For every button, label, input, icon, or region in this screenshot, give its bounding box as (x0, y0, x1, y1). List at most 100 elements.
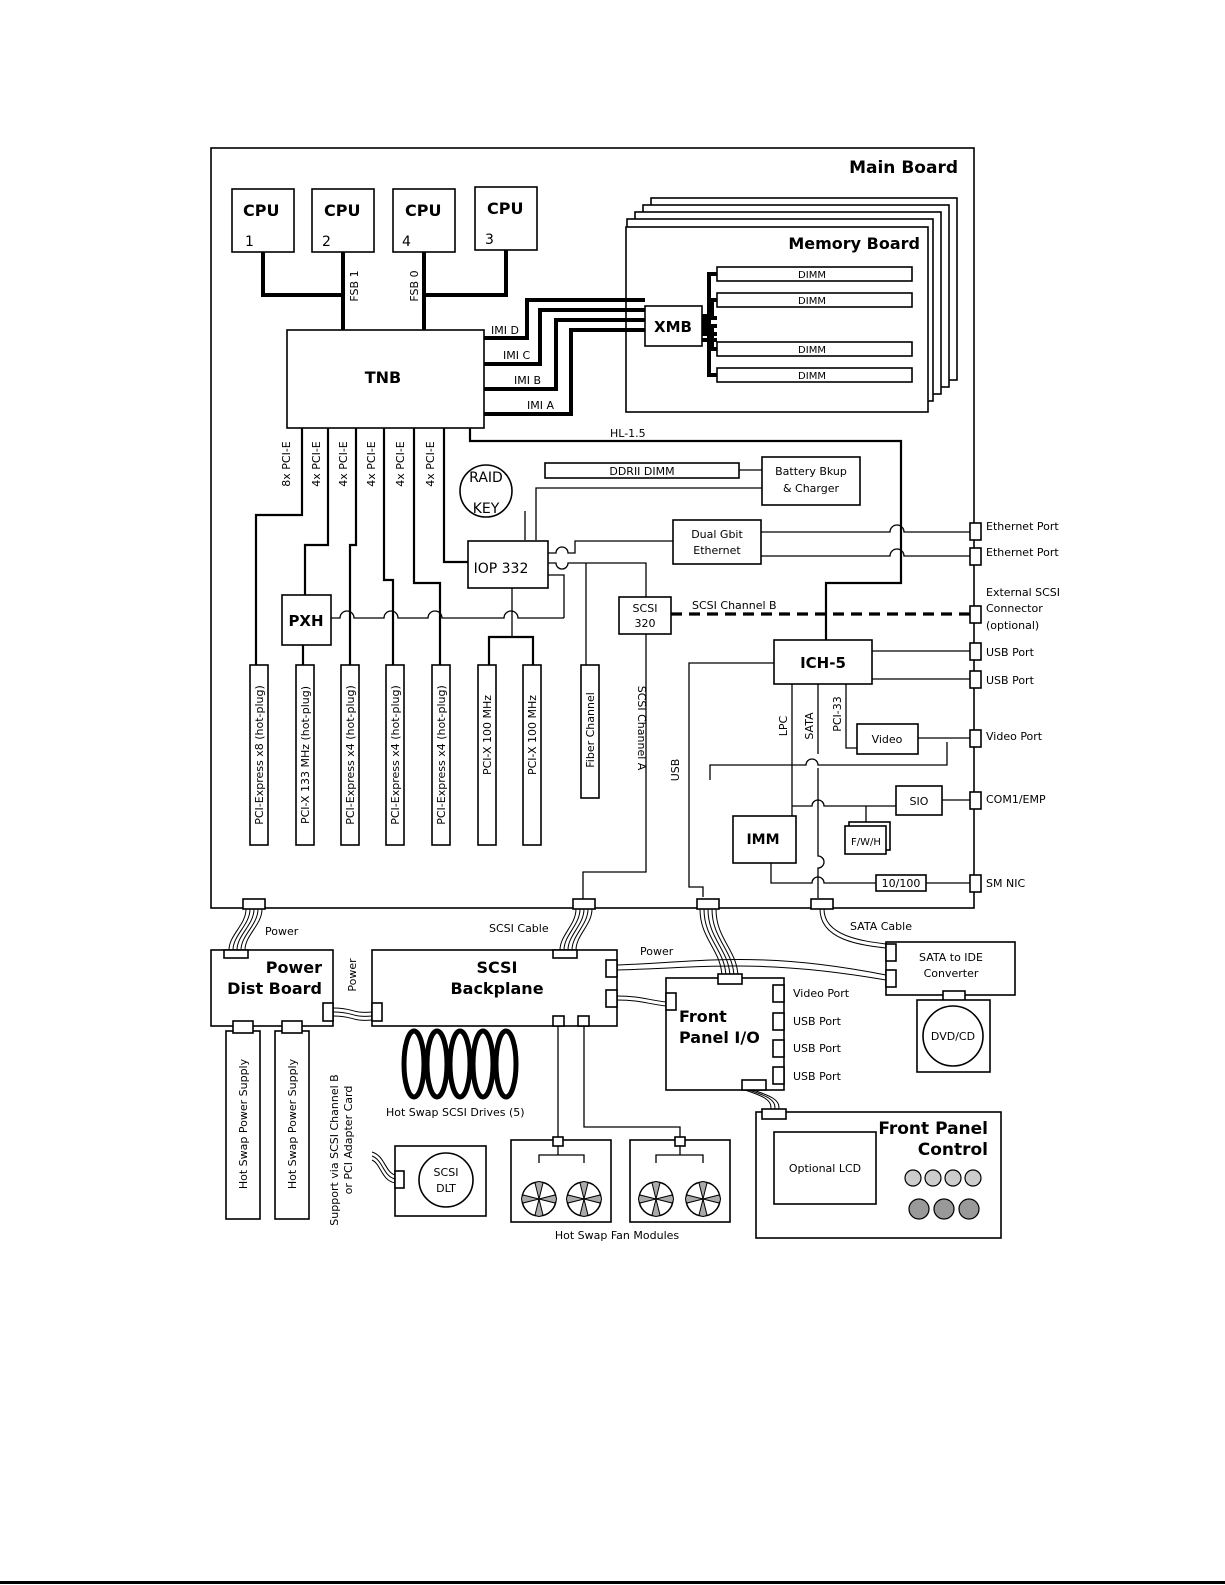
hot-swap-power-supply: Hot Swap Power Supply (274, 1020, 310, 1220)
hl15-link (468, 428, 903, 640)
svg-text:PCI-X 100 MHz: PCI-X 100 MHz (526, 695, 539, 775)
fan-module (510, 1136, 612, 1223)
fan-module (629, 1136, 731, 1223)
iop-label: IOP 332 (474, 561, 529, 577)
iop-332 (467, 540, 549, 589)
nic-10-100-label: 10/100 (882, 877, 921, 890)
svg-text:DIMM: DIMM (798, 270, 826, 281)
pxh-chip (281, 594, 332, 646)
fsb1-bus (261, 252, 345, 330)
front-panel-buttons (904, 1169, 982, 1220)
raid-key (459, 464, 513, 518)
front-panel-control-cable (744, 1089, 780, 1112)
pcie-link-labels: 8x PCI-E 4x PCI-E 4x PCI-E 4x PCI-E 4x P… (280, 441, 437, 487)
ich5-chip (773, 639, 873, 685)
usb-bus (688, 662, 774, 897)
cpu-3: CPU 3 (474, 186, 538, 251)
svg-text:PCI-Express x4 (hot-plug): PCI-Express x4 (hot-plug) (435, 685, 448, 825)
sio-chip (895, 785, 943, 816)
slot-pcie-x4: PCI-Express x4 (hot-plug) (340, 664, 360, 846)
front-io-port-label: USB Port (793, 1015, 842, 1028)
front-video-line (709, 742, 948, 780)
front-io-port-label: Video Port (793, 987, 850, 1000)
video-port-label: Video Port (986, 730, 1043, 743)
optional-lcd-label: Optional LCD (789, 1162, 861, 1175)
sata-cable (819, 908, 887, 949)
svg-text:4x PCI-E: 4x PCI-E (310, 441, 323, 487)
lpc-label: LPC (777, 715, 790, 736)
expansion-slots: PCI-Express x8 (hot-plug) PCI-X 133 MHz … (249, 664, 600, 846)
front-io-connectors (741, 984, 785, 1091)
raid-key-label: RAID (469, 470, 503, 486)
svg-text:CPU: CPU (405, 201, 441, 220)
pcie-iop-link (442, 428, 468, 564)
power-cable-bundle (228, 908, 263, 951)
ethernet-port-label: Ethernet Port (986, 546, 1059, 559)
power-dist-board (210, 949, 334, 1027)
pcie-pxh-link (303, 428, 330, 595)
front-panel-control-label: Control (918, 1140, 988, 1160)
pci33-bus (845, 684, 857, 749)
svg-text:PCI-Express x4 (hot-plug): PCI-Express x4 (hot-plug) (344, 685, 357, 825)
pci33-label: PCI-33 (831, 696, 844, 732)
power-link-label: Power (346, 958, 359, 992)
battery-backup (761, 456, 861, 506)
hot-swap-drives-label: Hot Swap SCSI Drives (5) (386, 1106, 525, 1119)
hl15-label: HL-1.5 (610, 427, 646, 440)
svg-text:PCI-Express x4 (hot-plug): PCI-Express x4 (hot-plug) (389, 685, 402, 825)
battery-label: Battery Bkup (775, 465, 847, 478)
svg-text:CPU: CPU (324, 201, 360, 220)
scsi-channel-b-label: SCSI Channel B (692, 599, 777, 612)
scsi-320 (618, 596, 672, 635)
svg-text:DIMM: DIMM (798, 371, 826, 382)
sata-ide-converter (885, 941, 1016, 996)
scsi320-label: 320 (635, 617, 656, 630)
imi-c-link (484, 308, 645, 366)
usb-port-label: USB Port (986, 646, 1035, 659)
iop-scsi-link (548, 562, 647, 676)
pcie-x8-link (254, 428, 304, 665)
slot-fiber-channel: Fiber Channel (580, 664, 600, 799)
scsi-dlt-label: DLT (436, 1182, 456, 1195)
cpu-2: CPU 2 (311, 188, 375, 253)
scsi-channel-a-line (582, 634, 647, 902)
sata-bus (817, 684, 825, 898)
front-io-port-label: USB Port (793, 1070, 842, 1083)
tnb-label: TNB (365, 368, 402, 387)
iop-gbit-link (548, 540, 673, 554)
front-panel-control-label: Front Panel (878, 1119, 988, 1139)
fwh-chip (844, 825, 887, 855)
svg-text:DIMM: DIMM (798, 345, 826, 356)
video-label: Video (872, 733, 903, 746)
imi-d-label: IMI D (491, 324, 519, 337)
ethernet-port-label: Ethernet Port (986, 520, 1059, 533)
port-labels: Ethernet Port Ethernet Port External SCS… (986, 520, 1060, 890)
ethernet-port-line (761, 524, 970, 533)
slot-pcie-x4: PCI-Express x4 (hot-plug) (431, 664, 451, 846)
imi-b-label: IMI B (514, 374, 541, 387)
backplane-power-cable (616, 958, 887, 1007)
power-dist-label: Power (266, 958, 322, 977)
fsb0-bus (422, 250, 508, 330)
sata-ide-label: Converter (924, 967, 979, 980)
slot-pcix-100: PCI-X 100 MHz (522, 664, 542, 846)
scsi-backplane (371, 949, 618, 1027)
usb-label: USB (669, 759, 682, 782)
svg-text:Hot Swap Power Supply: Hot Swap Power Supply (237, 1058, 250, 1189)
scsi-backplane-label: SCSI (476, 958, 517, 977)
sm-nic-label: SM NIC (986, 877, 1025, 890)
scsi-cable-label: SCSI Cable (489, 922, 549, 935)
imm-label: IMM (746, 832, 779, 848)
front-io-port-label: USB Port (793, 1042, 842, 1055)
scsi-channel-a-label: SCSI Channel A (635, 686, 648, 771)
video-chip (856, 723, 919, 755)
backplane-power-label: Power (640, 945, 674, 958)
pcie-x4-link-c (412, 428, 442, 665)
pcix-100-bus (487, 635, 535, 665)
sata-cable-label: SATA Cable (850, 920, 912, 933)
dual-gbit-label: Dual Gbit (691, 528, 743, 541)
fwh-label: F/W/H (851, 837, 881, 848)
power-link-cable (332, 1007, 373, 1021)
svg-text:3: 3 (485, 232, 494, 248)
